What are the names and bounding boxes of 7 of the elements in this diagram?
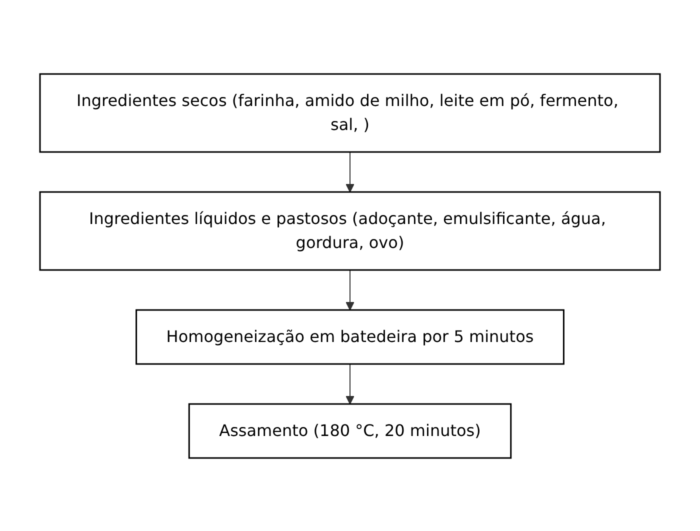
node-box: Ingredientes líquidos e pastosos (adoçante, emulsificante, água, gordura, ovo) [39,190,661,270]
node-box: Assamento (180 °C, 20 minutos) [188,402,512,458]
arrow [346,363,354,404]
arrow [346,269,354,310]
arrow [346,151,354,192]
node-box: Ingredientes secos (farinha, amido de milho, leite em pó, fermento, sal, ) [39,72,661,152]
node-box: Homogeneização em batedeira por 5 minutos [136,308,564,364]
